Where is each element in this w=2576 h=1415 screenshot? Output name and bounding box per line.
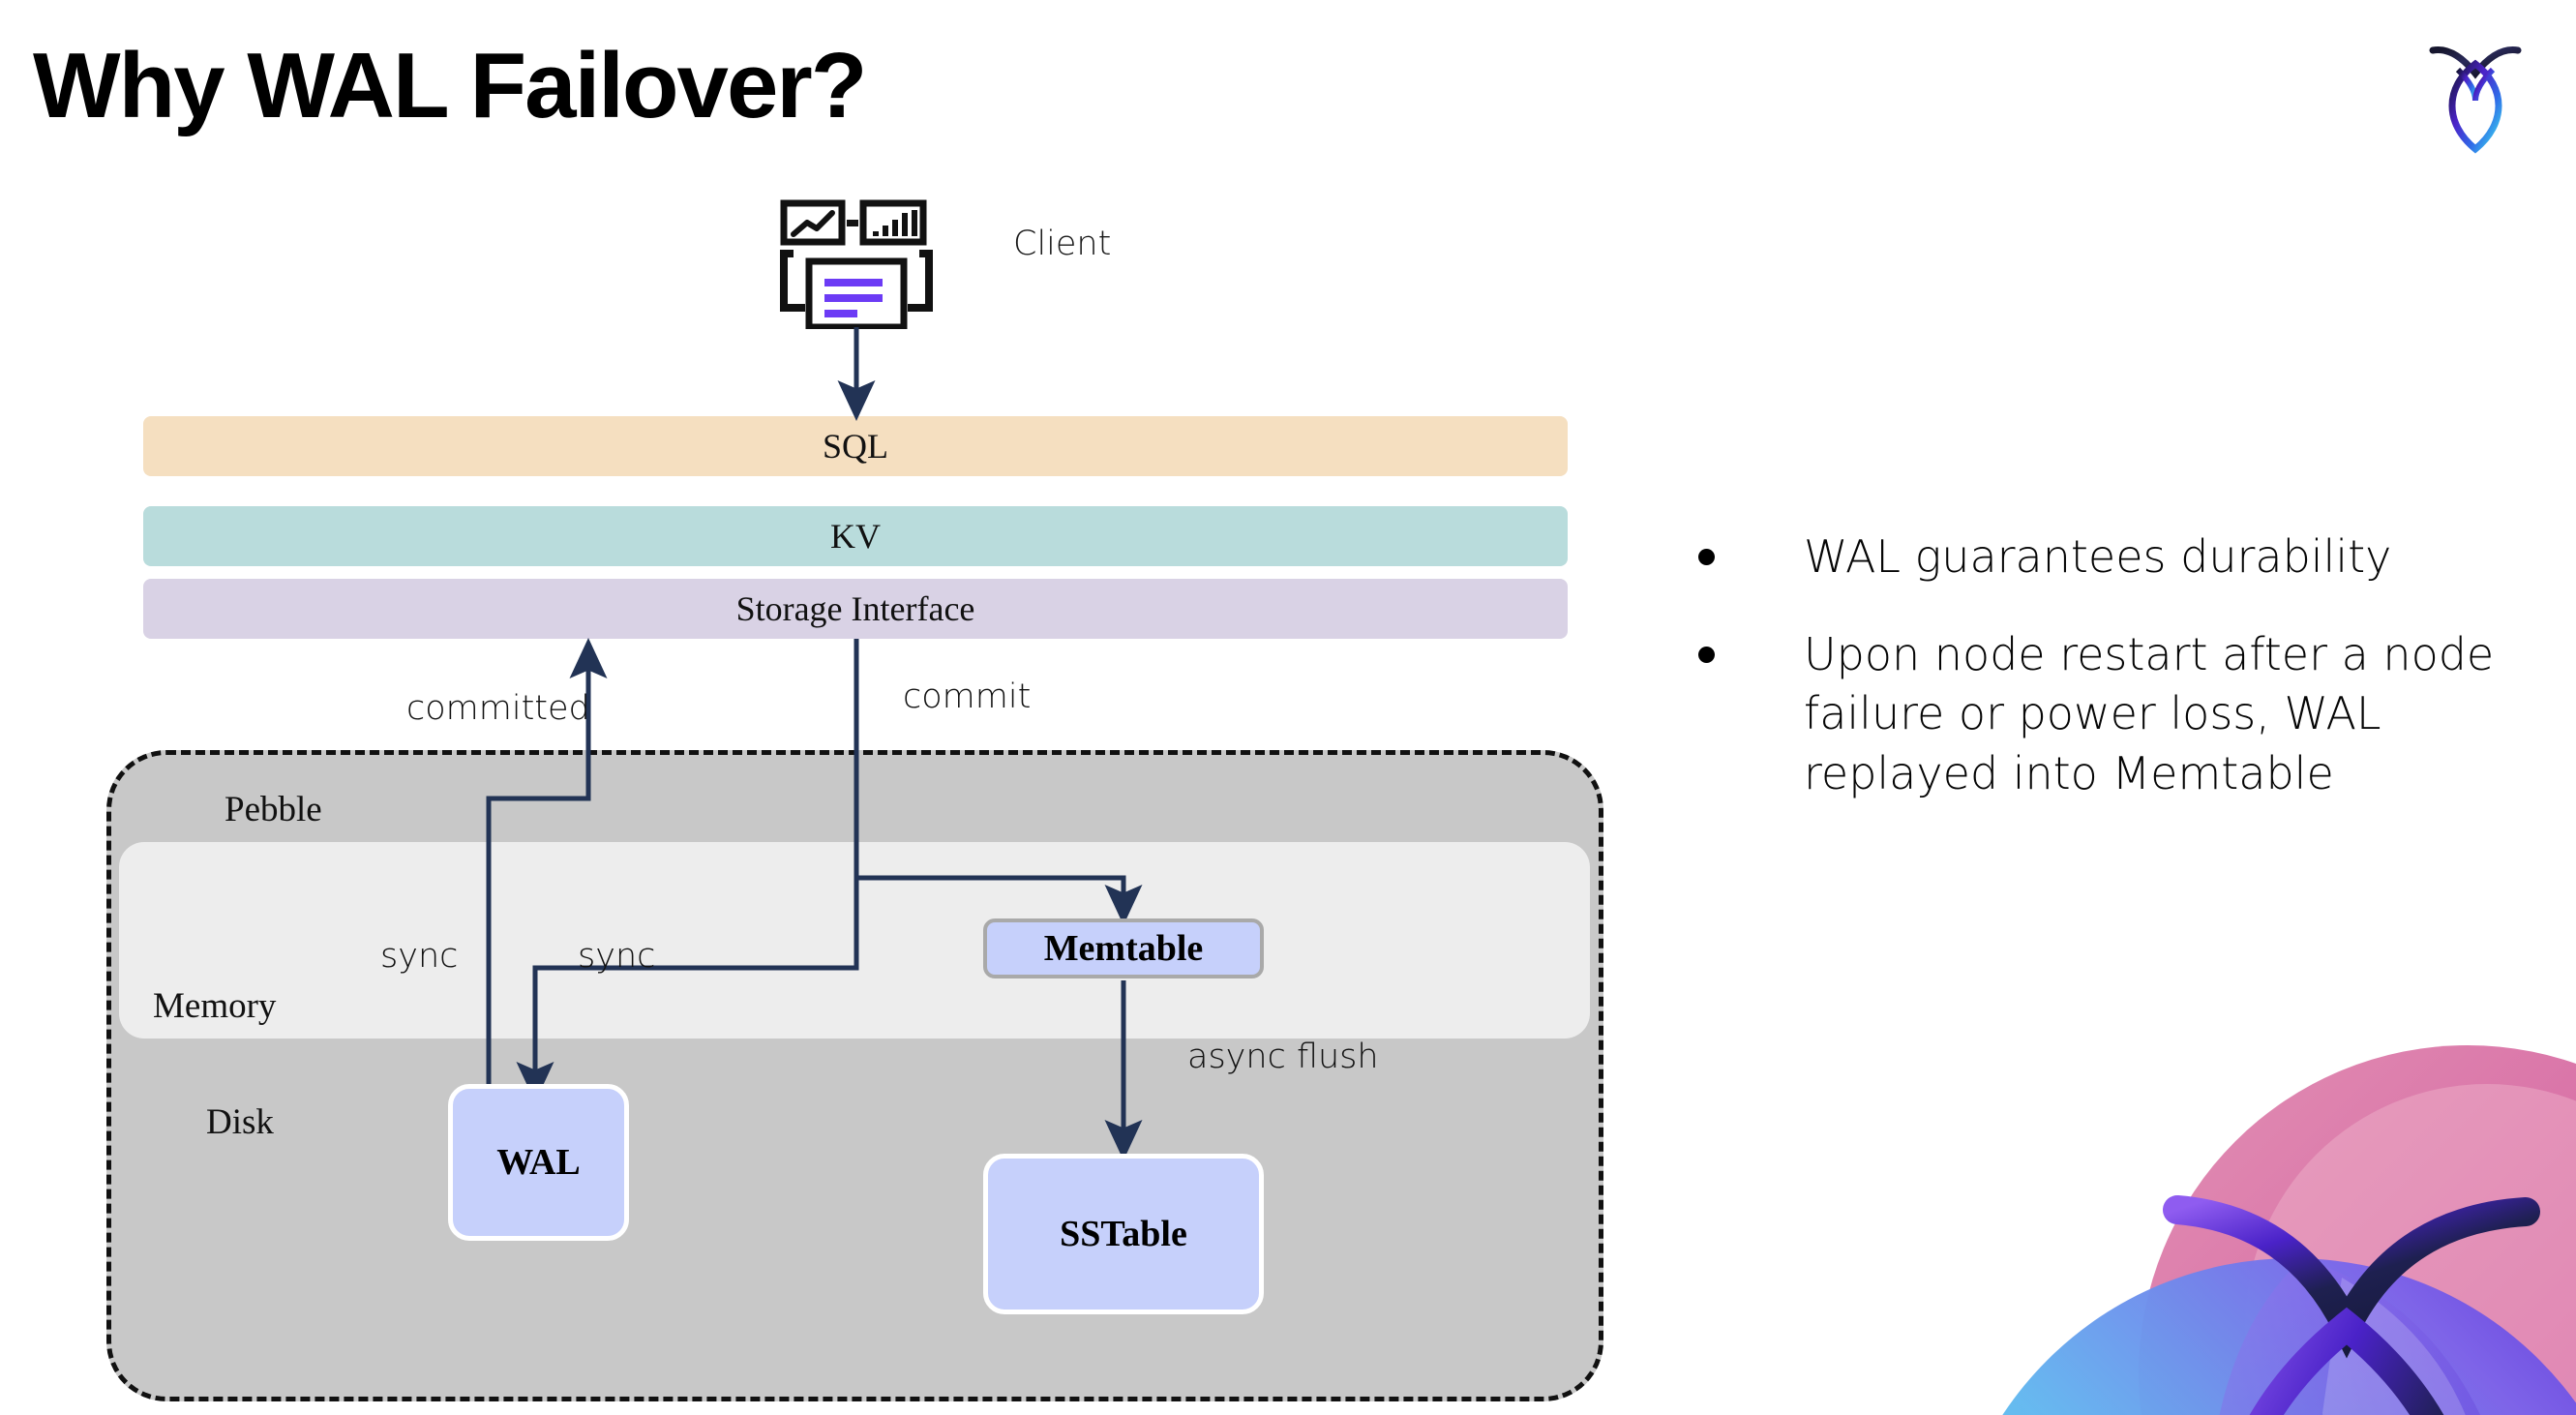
bullet-dot-icon [1698,647,1715,664]
layer-bar-kv: KV [143,506,1568,566]
client-devices-icon [774,194,939,331]
node-memtable-label: Memtable [1043,928,1204,969]
page-title: Why WAL Failover? [33,34,867,137]
node-wal: WAL [448,1084,629,1241]
memory-label: Memory [153,986,277,1026]
node-wal-label: WAL [496,1142,581,1183]
bullet-dot-icon [1698,549,1715,565]
list-item: Upon node restart after a node failure o… [1698,625,2526,803]
edge-label-sync-left: sync [380,937,459,976]
node-sstable-label: SSTable [1060,1214,1187,1254]
gradient-circles-cockroach-decor [1887,871,2576,1415]
layer-bar-storage-interface: Storage Interface [143,579,1568,639]
edge-label-async-flush: async flush [1187,1038,1379,1076]
edge-label-committed: committed [406,689,590,728]
bullet-list: WAL guarantees durability Upon node rest… [1698,527,2526,842]
edge-label-sync-right: sync [578,937,656,976]
memory-region [119,842,1590,1039]
node-memtable: Memtable [983,918,1264,978]
layer-bar-storage-interface-label: Storage Interface [735,589,975,628]
bullet-text: Upon node restart after a node failure o… [1804,628,2495,799]
client-label: Client [1013,225,1112,263]
cockroachdb-logo-icon [2417,31,2533,157]
layer-bar-sql-label: SQL [822,427,888,466]
layer-bar-kv-label: KV [830,517,881,556]
pebble-label: Pebble [225,790,322,829]
disk-label: Disk [206,1102,274,1142]
bullet-text: WAL guarantees durability [1804,530,2392,583]
node-sstable: SSTable [983,1154,1264,1314]
edge-label-commit: commit [903,677,1032,716]
list-item: WAL guarantees durability [1698,527,2526,587]
layer-bar-sql: SQL [143,416,1568,476]
